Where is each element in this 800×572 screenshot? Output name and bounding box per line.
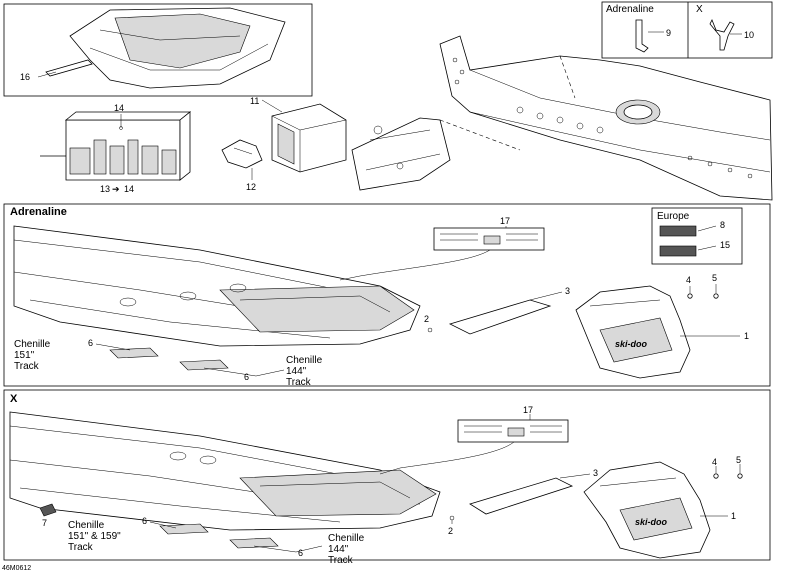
variant-header-adrenaline: Adrenaline — [606, 4, 654, 15]
callout-6-adrenaline-left: 6 — [88, 338, 93, 348]
snowflap-logo: ski-doo — [615, 339, 648, 349]
callout-16: 16 — [20, 72, 30, 82]
tunnel-frame — [439, 35, 773, 201]
callout-3-x: 3 — [593, 468, 598, 478]
track-label-x-144-l1: Chenille — [328, 533, 365, 544]
callout-6-x-right: 6 — [298, 548, 303, 558]
arrow-symbol: ➔ — [112, 184, 120, 194]
track-label-151-159-l1: Chenille — [68, 520, 105, 531]
callout-17-x: 17 — [523, 405, 533, 415]
x-panel-title: X — [10, 393, 18, 405]
track-label-144-l1: Chenille — [286, 355, 323, 366]
x-panel: X 17 3 2 ski-doo 1 — [3, 389, 771, 566]
callout-6-x-left: 6 — [142, 516, 147, 526]
track-label-144-l3: Track — [286, 377, 312, 388]
callout-5-adrenaline: 5 — [712, 273, 717, 283]
adrenaline-panel-title: Adrenaline — [10, 206, 67, 218]
callout-14-bottom: 14 — [124, 184, 134, 194]
callout-3-adrenaline: 3 — [565, 286, 570, 296]
callout-5-x: 5 — [736, 455, 741, 465]
track-label-144-l2: 144" — [286, 366, 307, 377]
callout-10: 10 — [744, 30, 754, 40]
storage-bag: 11 12 — [221, 96, 347, 192]
callout-9: 9 — [666, 28, 671, 38]
variant-header-x: X — [696, 4, 703, 15]
track-label-x-144-l2: 144" — [328, 544, 349, 555]
track-label-151-l1: Chenille — [14, 339, 51, 350]
callout-11: 11 — [250, 96, 259, 106]
hood-detail-panel: 16 — [3, 3, 313, 97]
track-label-151-159-l2: 151" & 159" — [68, 531, 121, 542]
callout-2-adrenaline: 2 — [424, 314, 429, 324]
callout-13: 13 — [100, 184, 110, 194]
europe-title: Europe — [657, 211, 690, 222]
callout-8: 8 — [720, 220, 725, 230]
callout-1-adrenaline: 1 — [744, 331, 749, 341]
track-label-151-159-l3: Track — [68, 542, 94, 553]
callout-4-x: 4 — [712, 457, 717, 467]
track-label-151-l3: Track — [14, 361, 40, 372]
callout-12: 12 — [246, 182, 256, 192]
track-label-x-144-l3: Track — [328, 555, 354, 566]
callout-17-adrenaline: 17 — [500, 216, 510, 226]
callout-14-top: 14 — [114, 103, 124, 113]
callout-6-adrenaline-right: 6 — [244, 372, 249, 382]
track-label-151-l2: 151" — [14, 350, 35, 361]
callout-2-x: 2 — [448, 526, 453, 536]
callout-15: 15 — [720, 240, 730, 250]
tool-kit: 14 13 ➔ 14 — [40, 103, 192, 194]
adrenaline-panel: Adrenaline 17 Europe 8 15 3 — [3, 203, 771, 388]
rear-frame-bracket — [351, 117, 521, 191]
tether-bracket-panel: Adrenaline X 9 10 — [601, 1, 773, 59]
callout-4-adrenaline: 4 — [686, 275, 691, 285]
callout-7: 7 — [42, 518, 47, 528]
figure-code: 46M0612 — [2, 565, 31, 572]
callout-1-x: 1 — [731, 511, 736, 521]
tunnel-holes — [452, 57, 753, 179]
snowflap-logo-x: ski-doo — [635, 517, 668, 527]
